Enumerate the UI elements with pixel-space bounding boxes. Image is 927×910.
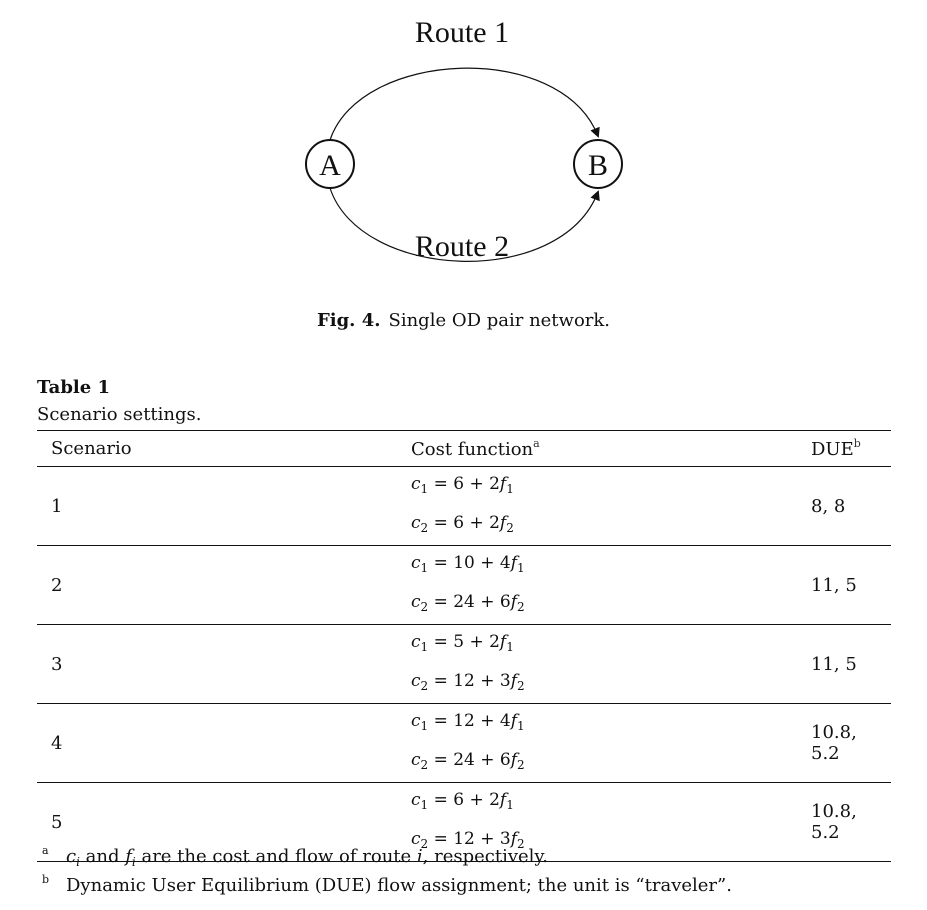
cell-cost-function: c1 = 5 + 2f1 c2 = 12 + 3f2 — [411, 624, 811, 704]
route2-label: Route 2 — [415, 230, 509, 263]
footnote-a-mark: a — [42, 844, 49, 857]
equation-c1: c1 = 6 + 2f1 — [411, 474, 514, 496]
table-header-row: Scenario Cost functiona DUEb — [37, 430, 891, 467]
node-a-label: A — [319, 149, 341, 182]
cell-due: 10.8, 5.2 — [811, 782, 891, 862]
route1-arc — [329, 67, 600, 141]
route2-arc — [329, 187, 600, 262]
cell-cost-function: c1 = 10 + 4f1 c2 = 24 + 6f2 — [411, 545, 811, 625]
equation-c1: c1 = 10 + 4f1 — [411, 553, 525, 575]
equation-c1: c1 = 5 + 2f1 — [411, 632, 514, 654]
cell-due: 8, 8 — [811, 466, 891, 546]
footnote-b-text: Dynamic User Equilibrium (DUE) flow assi… — [66, 875, 732, 896]
cell-scenario: 1 — [37, 466, 411, 546]
figure-caption: Fig. 4. Single OD pair network. — [0, 310, 927, 331]
header-due: DUEb — [811, 430, 891, 467]
cell-scenario: 3 — [37, 624, 411, 704]
footnote-b-mark: b — [42, 873, 50, 886]
node-a-circle — [305, 139, 355, 189]
figure-caption-label: Fig. 4. — [316, 310, 381, 331]
cell-due: 11, 5 — [811, 545, 891, 625]
cell-scenario: 4 — [37, 703, 411, 783]
table-label: Table 1 — [37, 377, 111, 398]
cell-due: 11, 5 — [811, 624, 891, 704]
cell-scenario: 5 — [37, 782, 411, 862]
route1-label: Route 1 — [415, 16, 509, 49]
network-figure: A B Route 1 Route 2 — [305, 16, 623, 263]
node-b-label: B — [588, 149, 608, 182]
cell-cost-function: c1 = 12 + 4f1 c2 = 24 + 6f2 — [411, 703, 811, 783]
equation-c2: c2 = 6 + 2f2 — [411, 513, 514, 535]
cell-cost-function: c1 = 6 + 2f1 c2 = 12 + 3f2 — [411, 782, 811, 862]
header-cost-function: Cost functiona — [411, 430, 811, 467]
figure-caption-text: Single OD pair network. — [388, 310, 611, 331]
equation-c2: c2 = 24 + 6f2 — [411, 592, 525, 614]
header-scenario: Scenario — [37, 430, 411, 467]
cell-cost-function: c1 = 6 + 2f1 c2 = 6 + 2f2 — [411, 466, 811, 546]
cell-scenario: 2 — [37, 545, 411, 625]
equation-c2: c2 = 12 + 3f2 — [411, 829, 525, 851]
table-caption: Scenario settings. — [37, 404, 202, 425]
equation-c2: c2 = 12 + 3f2 — [411, 671, 525, 693]
equation-c1: c1 = 12 + 4f1 — [411, 711, 525, 733]
cell-due: 10.8, 5.2 — [811, 703, 891, 783]
equation-c1: c1 = 6 + 2f1 — [411, 790, 514, 812]
equation-c2: c2 = 24 + 6f2 — [411, 750, 525, 772]
node-b-circle — [573, 139, 623, 189]
footnote-b: b Dynamic User Equilibrium (DUE) flow ass… — [42, 865, 732, 896]
